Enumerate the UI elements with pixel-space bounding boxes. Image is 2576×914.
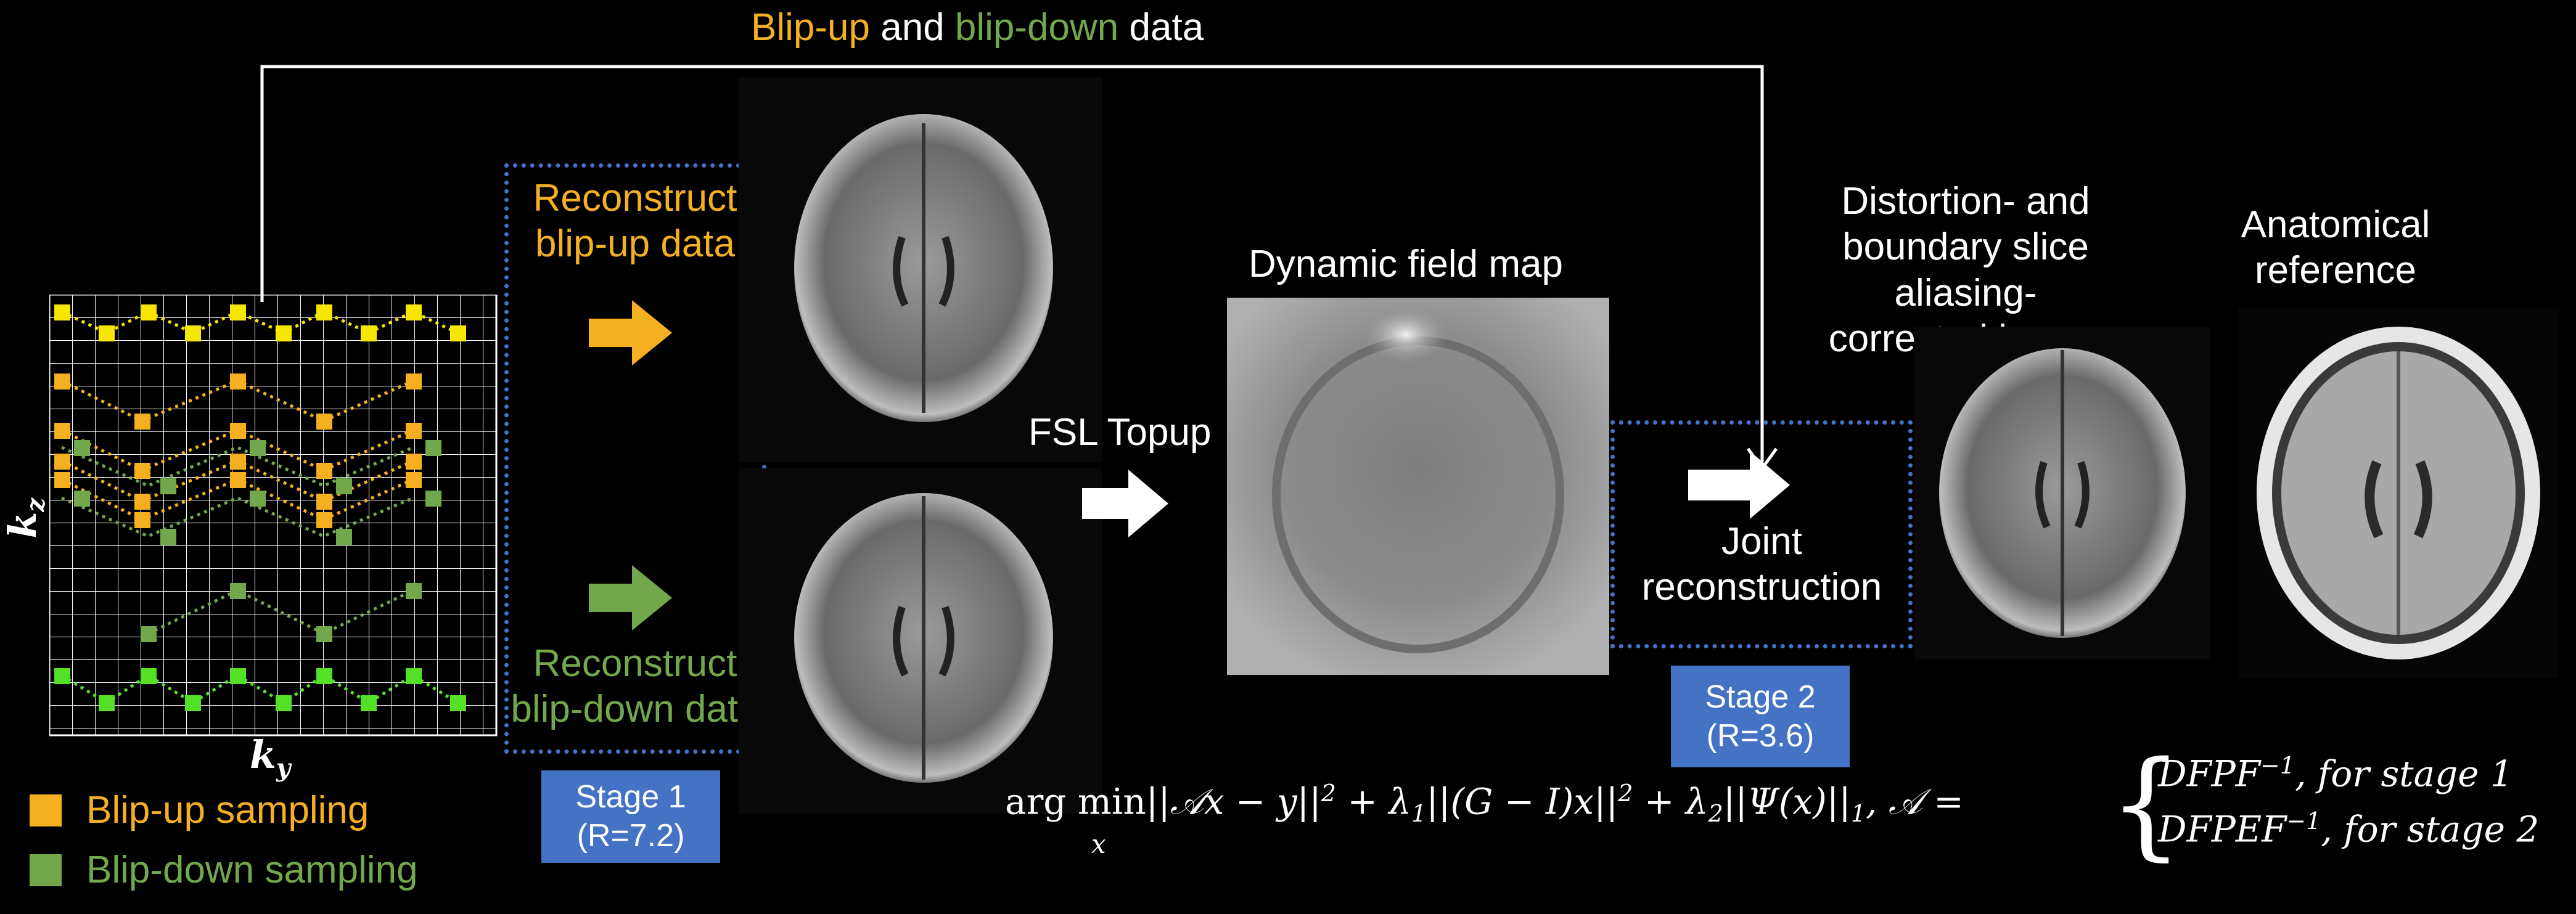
joint-recon-label: Joint reconstruction: [1641, 520, 1882, 609]
white-arrow-icon: [1082, 470, 1168, 537]
anatomical-reference-image: [2238, 308, 2559, 678]
ky-axis-label: ky: [250, 732, 291, 783]
legend-blip-down: Blip-down sampling: [30, 847, 418, 893]
corrected-brain-image: [1914, 327, 2210, 659]
blip-up-brain-image: [739, 77, 1102, 462]
stage2-badge: Stage 2 (R=3.6): [1671, 666, 1850, 767]
recon-down-label: Reconstruct blip-down data: [511, 642, 760, 731]
fsl-topup-label: FSL Topup: [1028, 411, 1212, 454]
anatomical-label: Anatomical reference: [2241, 203, 2430, 292]
equation-body: arg min||𝒜x − y||2 + λ1||(G − I)x||2 + λ…: [1005, 780, 1964, 827]
recon-up-label: Reconstruct blip-up data: [533, 177, 737, 266]
title-blip-down: blip-down: [954, 6, 1119, 49]
orange-arrow-icon: [589, 300, 672, 365]
dynamic-field-map-image: [1227, 298, 1609, 675]
kspace-grid: [49, 295, 498, 737]
piecewise-case-2: DFPEF−1, for stage 2: [2158, 807, 2540, 851]
figure-title: Blip-up and blip-down data: [751, 5, 1204, 51]
argmin-subscript: x: [1091, 829, 1106, 859]
legend-blip-up: Blip-up sampling: [30, 788, 369, 833]
stage2-box: [1610, 420, 1913, 648]
title-blip-up: Blip-up: [751, 6, 870, 49]
field-map-label: Dynamic field map: [1249, 243, 1563, 285]
kz-axis-label: kz: [0, 497, 51, 539]
piecewise-case-1: DFPF−1, for stage 1: [2158, 752, 2513, 795]
equation: arg min||𝒜x − y||2 + λ1||(G − I)x||2 + λ…: [1005, 746, 2571, 912]
green-arrow-icon: [589, 565, 672, 630]
legend-swatch-green: [30, 854, 62, 887]
title-data: data: [1118, 6, 1204, 49]
piecewise-brace: {: [2109, 736, 2183, 872]
title-and: and: [870, 6, 955, 49]
stage1-badge: Stage 1 (R=7.2): [541, 770, 720, 863]
blip-down-brain-image: [739, 468, 1102, 814]
legend-swatch-orange: [30, 794, 62, 827]
joint-arrow-icon: [1688, 451, 1790, 519]
